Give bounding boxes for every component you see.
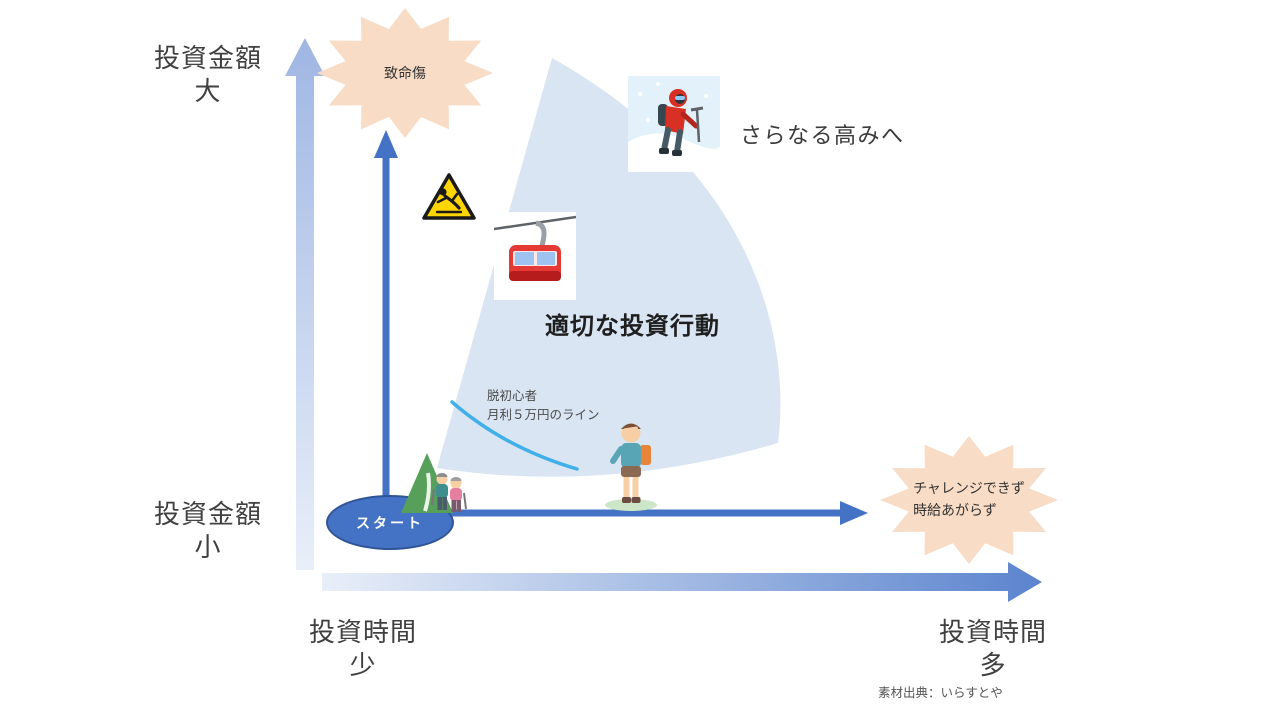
y-axis-top-line2: 大 xyxy=(194,75,222,106)
hiker-icon xyxy=(605,423,657,511)
climber-icon xyxy=(628,76,720,172)
higher-peak-label: さらなる高みへ xyxy=(740,123,905,148)
growth-fan-region xyxy=(437,58,781,477)
proper-action-label: 適切な投資行動 xyxy=(545,313,720,340)
fatal-wound-label: 致命傷 xyxy=(384,65,426,81)
x-axis-right-label: 投資時間 多 xyxy=(933,616,1053,681)
y-axis-bottom-label: 投資金額 小 xyxy=(148,498,268,563)
stuck-label-line1: チャレンジできず xyxy=(913,480,1025,497)
stuck-label: チャレンジできず 時給あがらず xyxy=(913,478,1025,521)
slip-warning-icon xyxy=(421,171,477,223)
x-axis-left-line2: 少 xyxy=(349,649,377,680)
x-axis-gradient-arrow xyxy=(322,562,1042,602)
y-axis-top-line1: 投資金額 xyxy=(153,43,262,73)
y-axis-top-label: 投資金額 大 xyxy=(148,42,268,107)
ropeway-icon xyxy=(494,212,576,300)
x-axis-right-line1: 投資時間 xyxy=(938,617,1047,647)
time-axis-arrow xyxy=(396,501,868,525)
stuck-label-line2: 時給あがらず xyxy=(913,502,997,518)
beginner-line-line2: 月利５万円のライン xyxy=(487,408,600,423)
credit-label: 素材出典：いらすとや xyxy=(878,686,1003,700)
amount-axis-arrow xyxy=(374,130,398,515)
beginner-line-line1: 脱初心者 xyxy=(487,389,538,403)
y-axis-bottom-line1: 投資金額 xyxy=(153,499,262,529)
x-axis-left-line1: 投資時間 xyxy=(308,617,417,647)
start-label: スタート xyxy=(356,514,424,531)
hiking-couple-icon xyxy=(401,453,467,513)
x-axis-right-line2: 多 xyxy=(979,649,1007,680)
x-axis-left-label: 投資時間 少 xyxy=(303,616,423,681)
beginner-threshold-curve xyxy=(450,400,579,471)
y-axis-bottom-line2: 小 xyxy=(194,531,222,562)
y-axis-gradient-arrow xyxy=(285,38,325,570)
beginner-line-label: 脱初心者 月利５万円のライン xyxy=(487,387,600,426)
